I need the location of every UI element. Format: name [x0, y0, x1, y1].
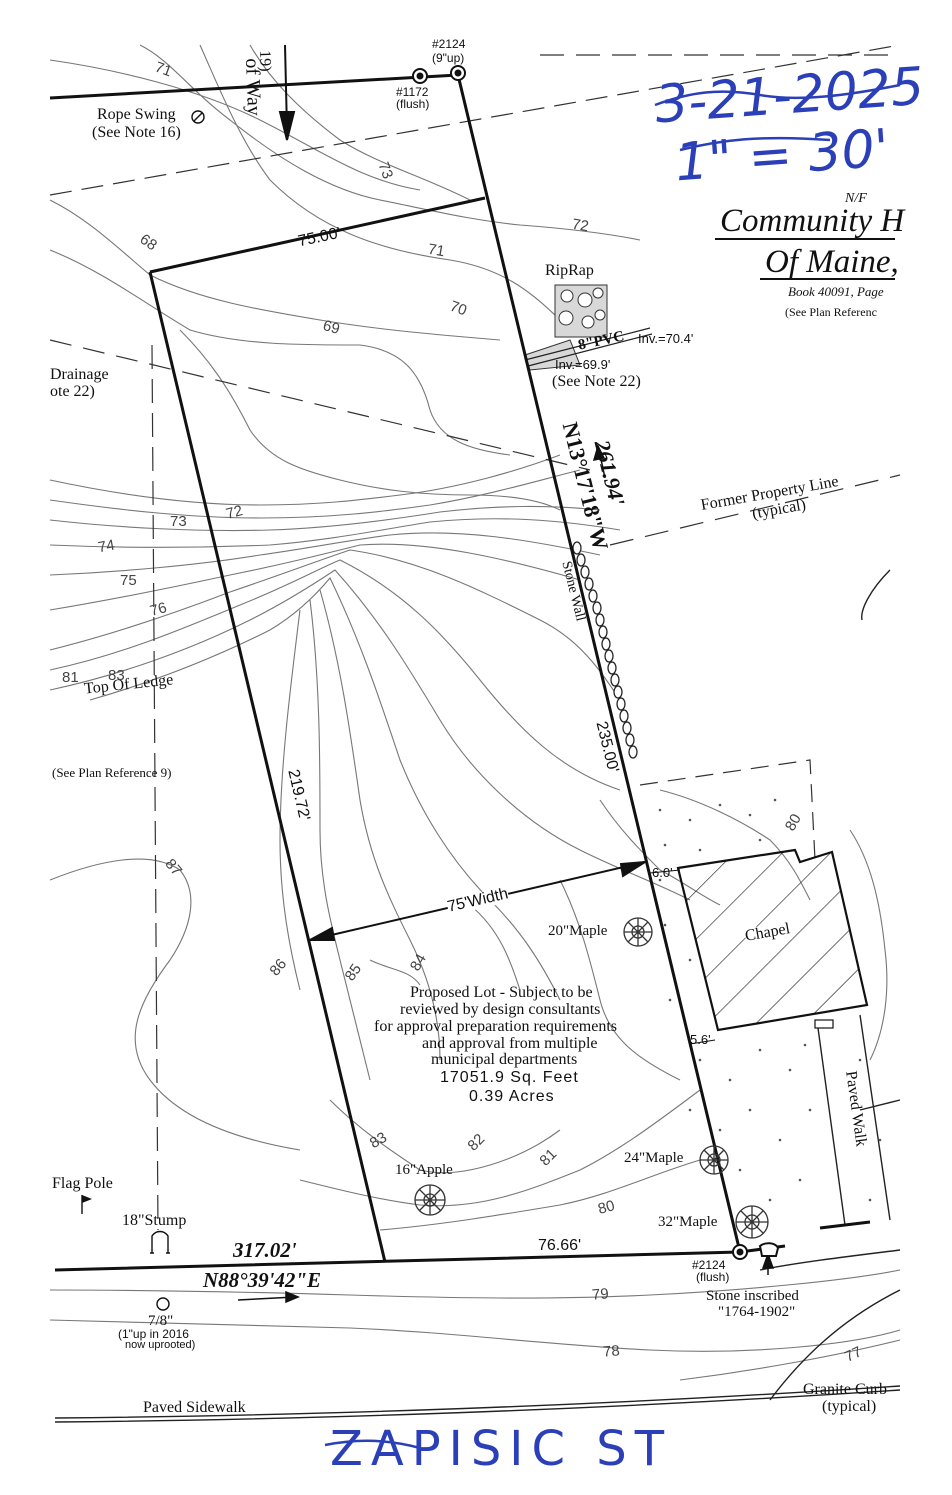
pin-symbol	[156, 1297, 170, 1311]
owner-nf: N/F	[845, 191, 867, 206]
lot-line5: municipal departments	[431, 1051, 578, 1068]
lot-north-line	[149, 196, 486, 274]
pin-label: 7/8"	[148, 1313, 174, 1329]
lot-line4: and approval from multiple	[422, 1035, 598, 1052]
stone-inscribed-label: Stone inscribed	[706, 1288, 799, 1304]
contour-label-72: 72	[570, 215, 591, 236]
rope-swing-symbol	[191, 110, 205, 124]
monument-2124-bottom-id: #2124	[692, 1258, 726, 1272]
right-of-way-arrow	[278, 44, 296, 141]
contour-label-78: 78	[602, 1342, 621, 1361]
tree-maple20-label: 20"Maple	[548, 923, 608, 939]
tree-symbols	[414, 917, 769, 1239]
drainage-line	[49, 339, 591, 471]
drainage-label: Drainage	[50, 366, 109, 383]
handwritten-street: ZAPISIC ST	[330, 1421, 673, 1477]
monument-2124-top-note: (9"up)	[432, 51, 465, 65]
owner-book: Book 40091, Page	[788, 284, 884, 299]
lot-west-line	[148, 271, 387, 1263]
pin-note2: now uprooted)	[125, 1339, 196, 1351]
contour-lines	[49, 44, 901, 1381]
handwriting-strokes	[324, 83, 901, 1450]
monument-1172-id: #1172	[396, 85, 429, 99]
inv-in-label: Inv.=69.9'	[555, 357, 611, 372]
contour-label-71b: 71	[426, 240, 447, 261]
lot-area-sqft: 17051.9 Sq. Feet	[440, 1069, 579, 1086]
contour-label-81: 81	[62, 669, 79, 686]
contour-label-75: 75	[120, 572, 137, 589]
riprap	[524, 284, 608, 371]
owner-underline-2	[760, 278, 895, 280]
tree-maple32	[735, 1205, 769, 1239]
former-line-top	[49, 44, 901, 196]
right-of-way-note: 19)	[256, 49, 274, 72]
handwritten-scale: 1" = 30'	[673, 118, 891, 194]
paved-sidewalk-label: Paved Sidewalk	[143, 1399, 246, 1416]
riprap-label: RipRap	[545, 262, 594, 279]
contour-label-72b: 72	[224, 502, 245, 523]
dim-offset-top: 6.0'	[652, 865, 673, 880]
monuments	[412, 65, 780, 1260]
contour-label-83: 83	[108, 667, 125, 684]
stump-symbol	[151, 1230, 169, 1253]
stone-wall	[572, 541, 638, 759]
lot-line1: Proposed Lot - Subject to be	[410, 984, 593, 1001]
monument-2124-top-id: #2124	[432, 37, 466, 51]
dim-south-bearing: N88°39'42"E	[203, 1268, 322, 1292]
contour-label-73b: 73	[170, 513, 187, 530]
monument-1172-note: (flush)	[396, 97, 430, 111]
owner-name-line2: Of Maine,	[765, 244, 899, 280]
contour-label-80b: 80	[596, 1197, 617, 1218]
owner-name-line1: Community H	[720, 203, 905, 239]
tree-maple24	[699, 1145, 729, 1175]
owner-reference: (See Plan Referenc	[785, 305, 877, 319]
contour-label-76: 76	[148, 599, 169, 620]
pvc-note: (See Note 22)	[552, 373, 641, 390]
dim-south-segment: 76.66'	[538, 1237, 582, 1254]
tree-maple20	[623, 917, 653, 947]
rope-swing-note: (See Note 16)	[92, 124, 181, 141]
drainage-note: ote 22)	[50, 383, 95, 400]
tree-apple16	[414, 1184, 446, 1216]
reference-lines	[49, 44, 901, 1231]
inv-out-label: Inv.=70.4'	[638, 331, 694, 346]
contour-label-79: 79	[591, 1285, 610, 1304]
flag-pole-label: Flag Pole	[52, 1175, 113, 1192]
paved-edges	[54, 569, 901, 1423]
contour-label-74: 74	[96, 536, 117, 557]
lot-area-acres: 0.39 Acres	[469, 1088, 555, 1105]
owner-underline	[715, 238, 895, 240]
tree-apple16-label: 16"Apple	[395, 1162, 453, 1178]
west-dashed-line	[151, 344, 159, 1231]
tree-maple32-label: 32"Maple	[658, 1214, 718, 1230]
monument-2124-bottom-note: (flush)	[696, 1270, 730, 1284]
tree-maple24-label: 24"Maple	[624, 1150, 684, 1166]
lot-line3: for approval preparation requirements	[374, 1018, 618, 1035]
dim-offset-bottom: 5.6'	[690, 1032, 711, 1047]
former-property-line	[609, 474, 901, 546]
granite-curb-label: Granite Curb	[803, 1381, 887, 1398]
north-boundary	[49, 73, 459, 100]
dim-south-total: 317.02'	[233, 1238, 297, 1262]
east-boundary	[456, 74, 742, 1253]
pvc-pipe	[524, 327, 653, 367]
stone-years-label: "1764-1902"	[718, 1304, 796, 1320]
plan-ref-label: (See Plan Reference 9)	[52, 765, 172, 780]
granite-curb-note: (typical)	[822, 1398, 877, 1415]
lawn-stipple	[658, 798, 882, 1202]
pin-note1: (1"up in 2016	[118, 1327, 189, 1341]
stump-label: 18"Stump	[122, 1212, 187, 1229]
south-boundary	[54, 1244, 786, 1272]
lot-line2: reviewed by design consultants	[400, 1001, 601, 1018]
rope-swing-label: Rope Swing	[97, 106, 176, 123]
